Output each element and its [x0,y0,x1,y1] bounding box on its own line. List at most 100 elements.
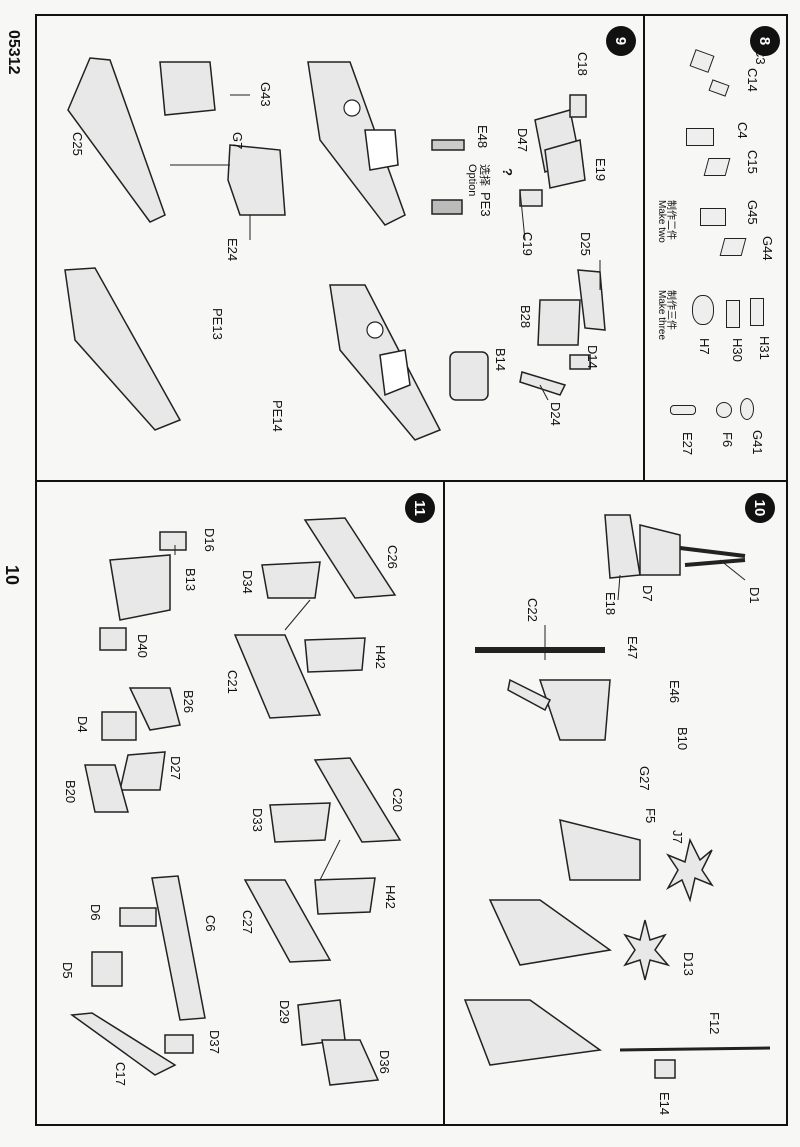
part-d1-rod-b [684,558,746,567]
label-e48: E48 [475,125,490,149]
part-h31 [750,298,764,326]
part-j7-star [666,837,714,903]
part-c19 [519,189,543,207]
part-upper-box [159,61,216,116]
label-b14: B14 [493,348,508,372]
label-g7: G7 [230,132,245,150]
label-d5: D5 [60,962,75,979]
label-d1: D1 [747,587,762,604]
part-h7 [692,295,714,325]
step10-assembly-2 [488,899,612,966]
part-d14 [569,354,591,370]
label-c26: C26 [385,545,400,569]
label-d40: D40 [135,634,150,658]
part-d36 [321,1039,380,1086]
part-d34 [261,561,321,599]
label-e46: E46 [667,680,682,704]
part-e14 [654,1059,676,1079]
part-e48 [431,139,465,151]
label-pe14: PE14 [270,400,285,432]
label-d27: D27 [168,756,183,780]
part-b20 [84,764,129,813]
part-b13 [109,554,171,621]
part-c25 [67,57,166,223]
label-d14: D14 [585,345,600,369]
label-b20: B20 [63,780,78,804]
part-d33 [269,802,331,843]
part-d6 [119,907,157,927]
label-c21: C21 [225,670,240,694]
label-g43: G43 [258,82,273,107]
part-c27 [243,879,332,963]
label-e18: E18 [603,592,618,616]
part-c21 [233,634,322,719]
hull-hatch-1 [364,129,399,171]
label-b10: B10 [675,727,690,751]
part-d1-rod-a [679,546,746,558]
label-e19: E19 [593,158,608,182]
part-b28 [537,299,581,346]
label-b28: B28 [518,305,533,329]
part-c20 [313,757,402,843]
label-pe3: PE3 [478,192,493,217]
part-d25 [577,269,606,331]
label-pe13: PE13 [210,308,225,340]
part-d29 [297,999,346,1046]
part-c18 [569,94,587,118]
label-h42-a: H42 [373,645,388,669]
label-d4: D4 [75,716,90,733]
label-f12: F12 [707,1012,722,1035]
part-h42-b [314,877,376,915]
part-g41 [740,398,754,420]
option-mark: ? [500,168,515,176]
part-d7 [639,524,681,576]
label-c22: C22 [525,598,540,622]
hull-hatch-2 [379,349,411,397]
label-b26: B26 [181,690,196,714]
label-d6: D6 [88,904,103,921]
label-d36: D36 [377,1050,392,1074]
label-d25: D25 [578,232,593,256]
part-d4 [101,711,137,741]
part-b14 [449,351,489,401]
label-c17: C17 [113,1062,128,1086]
part-f12 [619,1046,771,1052]
label-c20: C20 [390,788,405,812]
part-d24 [519,371,567,396]
part-c17 [69,1012,177,1076]
part-c26 [303,517,397,599]
gear-upper [343,99,361,117]
label-c27: C27 [240,910,255,934]
part-h30 [726,300,740,328]
part-f6 [716,402,732,418]
step10-assembly-1 [559,818,641,881]
label-f5: F5 [643,808,658,824]
part-c6 [151,875,206,1021]
part-b10-body [538,679,611,741]
hull-lower-left [64,267,182,431]
label-c25: C25 [70,132,85,156]
gear-lower [366,321,384,339]
part-c4 [686,128,714,146]
part-b26 [128,687,181,731]
step10-assembly-3 [463,999,602,1066]
label-d24: D24 [548,402,563,426]
label-h42-b: H42 [383,885,398,909]
label-d37: D37 [207,1030,222,1054]
label-d13: D13 [681,952,696,976]
part-pe3 [431,199,463,215]
part-d40 [99,627,127,651]
part-d13-star [623,919,671,981]
label-b13: B13 [183,568,198,592]
label-d34: D34 [240,570,255,594]
step-10-panel [443,480,788,1126]
label-c6: C6 [203,915,218,932]
part-d37 [164,1034,194,1054]
label-d33: D33 [250,808,265,832]
part-h42-a [304,637,366,673]
label-e47: E47 [625,636,640,660]
part-d16 [159,531,187,551]
label-d16: D16 [202,528,217,552]
